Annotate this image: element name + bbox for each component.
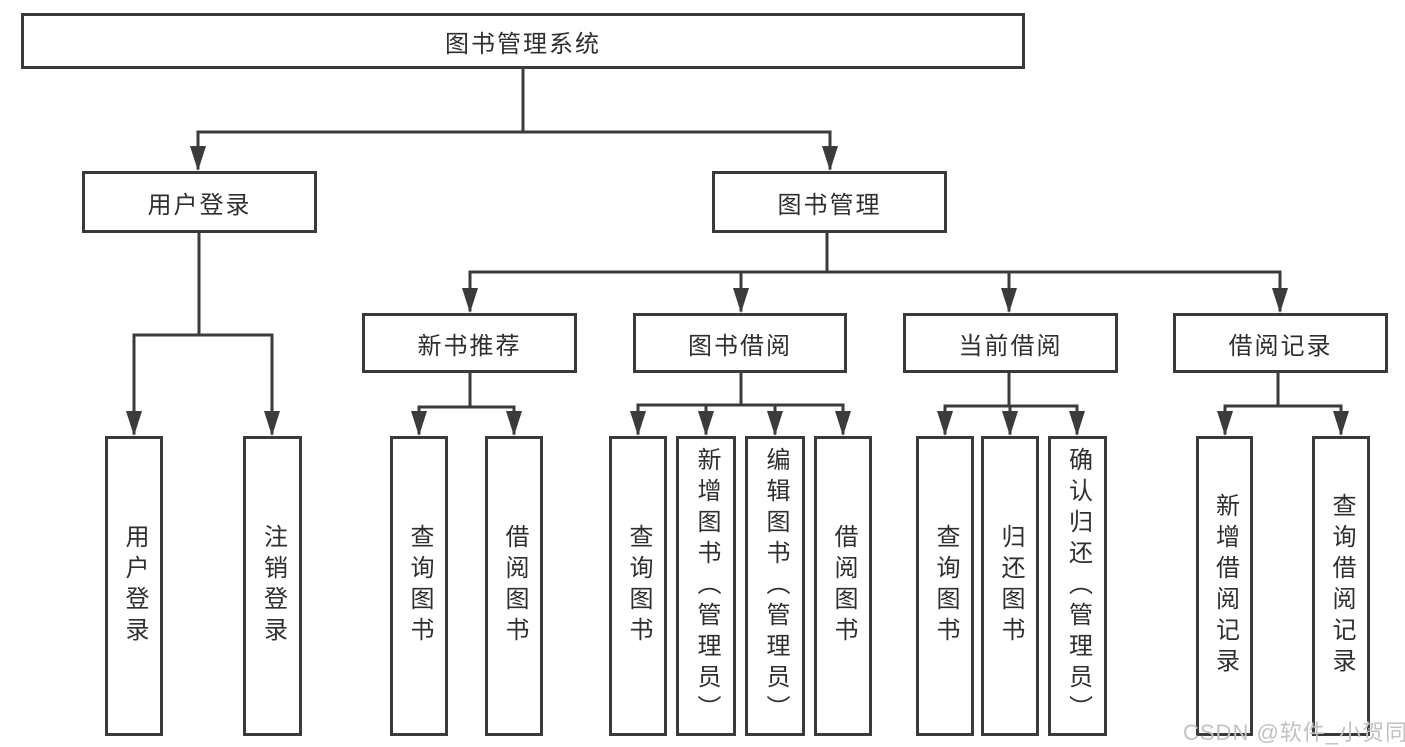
leaf-record-add-label: 新增借阅记录 [1211, 493, 1239, 679]
leaf-borrow-query-book: 查询图书 [609, 436, 667, 736]
leaf-record-add: 新增借阅记录 [1196, 436, 1253, 736]
leaf-user-login-label: 用户登录 [121, 524, 148, 648]
leaf-recommend-query-book-label: 查询图书 [406, 524, 433, 648]
leaf-current-confirm-return-admin-label: 确认归还（管理员） [1064, 446, 1092, 726]
leaf-logout-label: 注销登录 [259, 524, 287, 648]
leaf-borrow-edit-book-admin-label: 编辑图书（管理员） [762, 446, 789, 726]
node-new-book-recommend-label: 新书推荐 [417, 332, 522, 360]
node-borrow-record-label: 借阅记录 [1228, 332, 1333, 360]
leaf-recommend-borrow-book: 借阅图书 [485, 436, 543, 736]
node-borrow-record: 借阅记录 [1173, 313, 1388, 373]
csdn-watermark: CSDN @软件_小贺同学 [1183, 720, 1405, 745]
leaf-borrow-borrow-book: 借阅图书 [814, 436, 872, 736]
leaf-current-confirm-return-admin: 确认归还（管理员） [1048, 436, 1107, 736]
connector-login-to-leaves [126, 231, 280, 436]
node-book-borrow-label: 图书借阅 [688, 332, 792, 360]
leaf-borrow-borrow-book-label: 借阅图书 [830, 524, 857, 648]
node-root-label: 图书管理系统 [445, 30, 601, 58]
leaf-user-login: 用户登录 [105, 436, 163, 736]
leaf-borrow-add-book-admin-label: 新增图书（管理员） [693, 446, 720, 726]
leaf-current-query-book: 查询图书 [916, 436, 974, 736]
leaf-logout: 注销登录 [243, 436, 302, 736]
leaf-recommend-borrow-book-label: 借阅图书 [501, 524, 528, 648]
node-book-borrow: 图书借阅 [633, 313, 847, 373]
node-user-login-label: 用户登录 [147, 191, 252, 219]
leaf-recommend-query-book: 查询图书 [390, 436, 448, 736]
node-current-borrow: 当前借阅 [903, 313, 1118, 373]
leaf-borrow-query-book-label: 查询图书 [625, 524, 652, 648]
leaf-current-query-book-label: 查询图书 [932, 524, 959, 648]
node-book-management: 图书管理 [712, 171, 947, 233]
leaf-record-query: 查询借阅记录 [1312, 436, 1370, 736]
connector-recommend-to-leaves [411, 371, 522, 436]
connector-borrow-to-leaves [630, 371, 851, 436]
leaf-current-return-book: 归还图书 [981, 436, 1039, 736]
leaf-borrow-edit-book-admin: 编辑图书（管理员） [745, 436, 805, 736]
connector-current-to-leaves [937, 371, 1085, 436]
node-book-management-label: 图书管理 [777, 191, 882, 219]
node-root: 图书管理系统 [21, 13, 1025, 69]
leaf-record-query-label: 查询借阅记录 [1328, 493, 1355, 679]
connector-root-to-level2 [190, 67, 838, 171]
node-current-borrow-label: 当前借阅 [958, 332, 1063, 360]
connector-management-to-level3 [462, 231, 1288, 313]
connector-record-to-leaves [1217, 371, 1349, 436]
node-new-book-recommend: 新书推荐 [362, 313, 577, 373]
leaf-borrow-add-book-admin: 新增图书（管理员） [676, 436, 736, 736]
leaf-current-return-book-label: 归还图书 [997, 524, 1024, 648]
node-user-login: 用户登录 [82, 171, 317, 233]
